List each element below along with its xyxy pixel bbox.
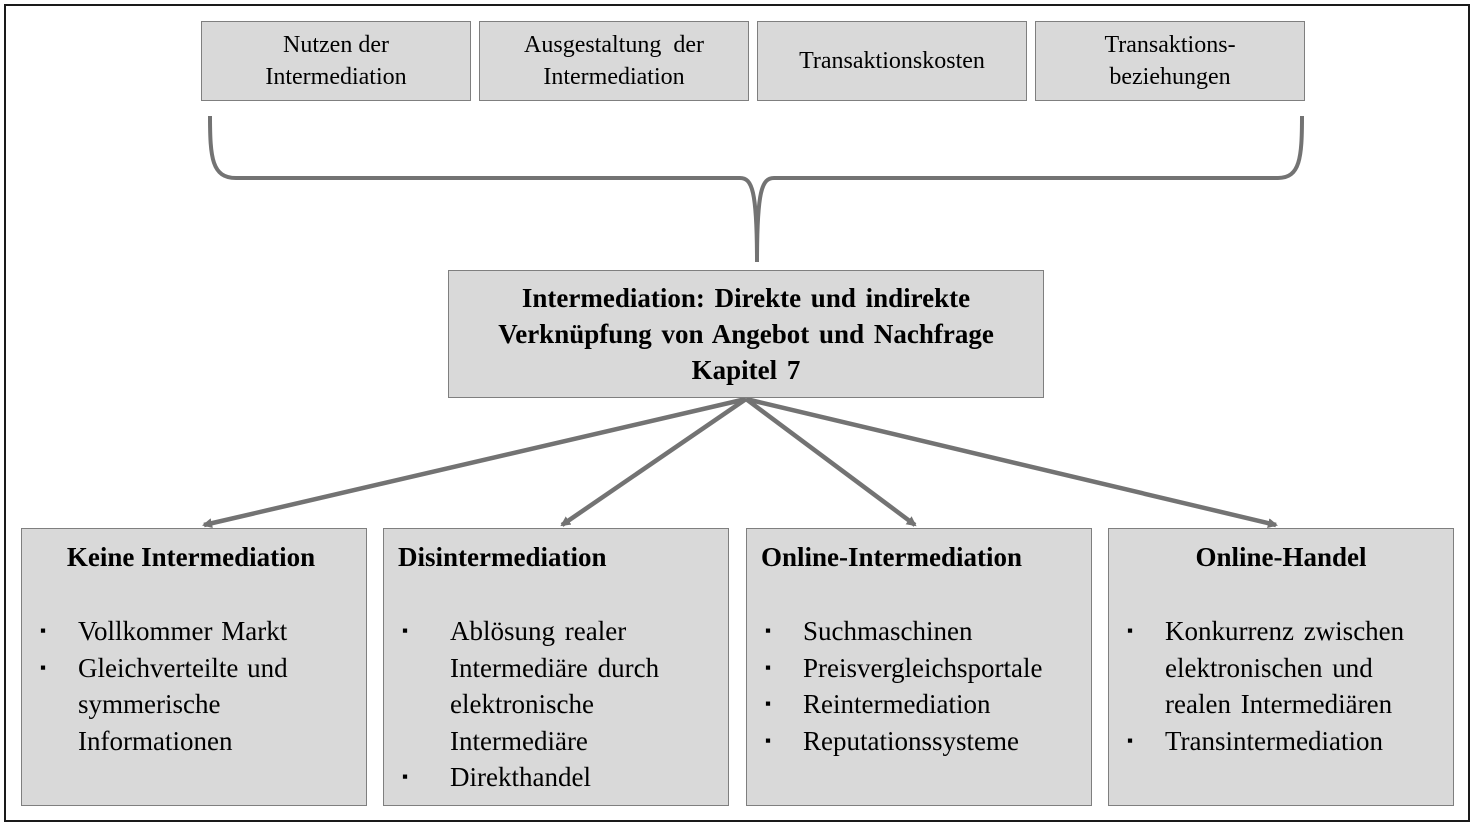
box-online-intermediation: Online-Intermediation ▪ Suchmaschinen ▪ Pr…: [746, 528, 1092, 806]
top-box-nutzen: Nutzen der Intermediation: [201, 21, 471, 101]
list-item-text: Vollkommer Markt: [78, 616, 288, 646]
central-topic-line: Verknüpfung von Angebot und Nachfrage: [498, 319, 994, 349]
bullet-icon: ▪: [1127, 730, 1134, 750]
list-item-text: Preisvergleichsportale: [803, 652, 1043, 683]
bullet-icon: ▪: [765, 694, 772, 713]
top-box-line: beziehungen: [1109, 64, 1231, 90]
bullet-icon: ▪: [765, 730, 772, 750]
chapter-label: Kapitel 7: [691, 355, 801, 385]
list-item-text: Reintermediation: [803, 689, 991, 719]
bullet-icon: ▪: [402, 767, 409, 786]
list-item-text: Direkthandel: [450, 762, 591, 792]
box-title: Online-Intermediation: [761, 542, 1022, 572]
box-title: Online-Handel: [1195, 542, 1367, 572]
grouping-brace: [208, 115, 1304, 263]
diagram-frame: [4, 4, 1470, 822]
list-item-text: Ablösung realer Intermediäre durch elekt…: [450, 616, 660, 756]
top-box-transaktionskosten: Transaktionskosten: [757, 21, 1027, 101]
list-item: ▪ Reputationssysteme: [761, 723, 1077, 760]
list-item-text: Transintermediation: [1165, 725, 1383, 756]
box-title: Keine Intermediation: [66, 542, 316, 572]
list-item: ▪ Preisvergleichsportale: [761, 650, 1077, 687]
arrow-to-disintermediation: [560, 397, 748, 527]
top-box-line: Transaktions-: [1104, 32, 1236, 58]
list-item: ▪ Transintermediation: [1123, 723, 1439, 760]
bullet-list: ▪ Konkurrenz zwischen elektronischen und …: [1123, 613, 1439, 759]
list-item-text: Suchmaschinen: [803, 616, 973, 646]
bullet-icon: ▪: [402, 621, 409, 640]
central-topic-line: Intermediation: Direkte und indirekte: [521, 283, 971, 313]
box-keine-intermediation: Keine Intermediation ▪ Vollkommer Markt ▪…: [21, 528, 367, 806]
arrow-to-online-intermediation: [744, 397, 917, 527]
list-item-text: Konkurrenz zwischen elektronischen und r…: [1165, 616, 1405, 719]
list-item: ▪ Gleichverteilte und symmerische Informa…: [36, 650, 352, 760]
box-title: Disintermediation: [398, 542, 607, 572]
list-item: ▪ Reintermediation: [761, 686, 1077, 723]
top-box-line: Intermediation: [543, 64, 685, 90]
top-box-line: Transaktionskosten: [799, 48, 985, 74]
top-box-line: Ausgestaltung der: [524, 32, 704, 58]
bullet-icon: ▪: [1127, 621, 1134, 640]
top-box-transaktionsbeziehungen: Transaktions- beziehungen: [1035, 21, 1305, 101]
box-online-handel: Online-Handel ▪ Konkurrenz zwischen elekt…: [1108, 528, 1454, 806]
list-item: ▪ Ablösung realer Intermediäre durch elek…: [398, 613, 714, 759]
list-item: ▪ Suchmaschinen: [761, 613, 1077, 650]
bullet-icon: ▪: [40, 657, 47, 677]
bullet-icon: ▪: [765, 621, 772, 640]
list-item-text: Reputationssysteme: [803, 725, 1019, 756]
bullet-icon: ▪: [765, 657, 772, 677]
box-disintermediation: Disintermediation ▪ Ablösung realer Inter…: [383, 528, 729, 806]
central-topic-box: Intermediation: Direkte und indirekte Ve…: [448, 270, 1044, 398]
bullet-list: ▪ Ablösung realer Intermediäre durch elek…: [398, 613, 714, 796]
bullet-list: ▪ Suchmaschinen ▪ Preisvergleichsportale ▪…: [761, 613, 1077, 759]
bullet-icon: ▪: [40, 621, 47, 640]
list-item-text: Gleichverteilte und symmerische Informat…: [78, 652, 288, 756]
list-item: ▪ Konkurrenz zwischen elektronischen und …: [1123, 613, 1439, 723]
arrow-to-online-handel: [745, 396, 1278, 529]
list-item: ▪ Vollkommer Markt: [36, 613, 352, 650]
top-box-ausgestaltung: Ausgestaltung der Intermediation: [479, 21, 749, 101]
top-box-line: Nutzen der: [283, 32, 389, 58]
list-item: ▪ Direkthandel: [398, 759, 714, 796]
bullet-list: ▪ Vollkommer Markt ▪ Gleichverteilte und s…: [36, 613, 352, 759]
arrow-to-keine-intermediation: [202, 396, 747, 529]
top-box-line: Intermediation: [265, 64, 407, 90]
